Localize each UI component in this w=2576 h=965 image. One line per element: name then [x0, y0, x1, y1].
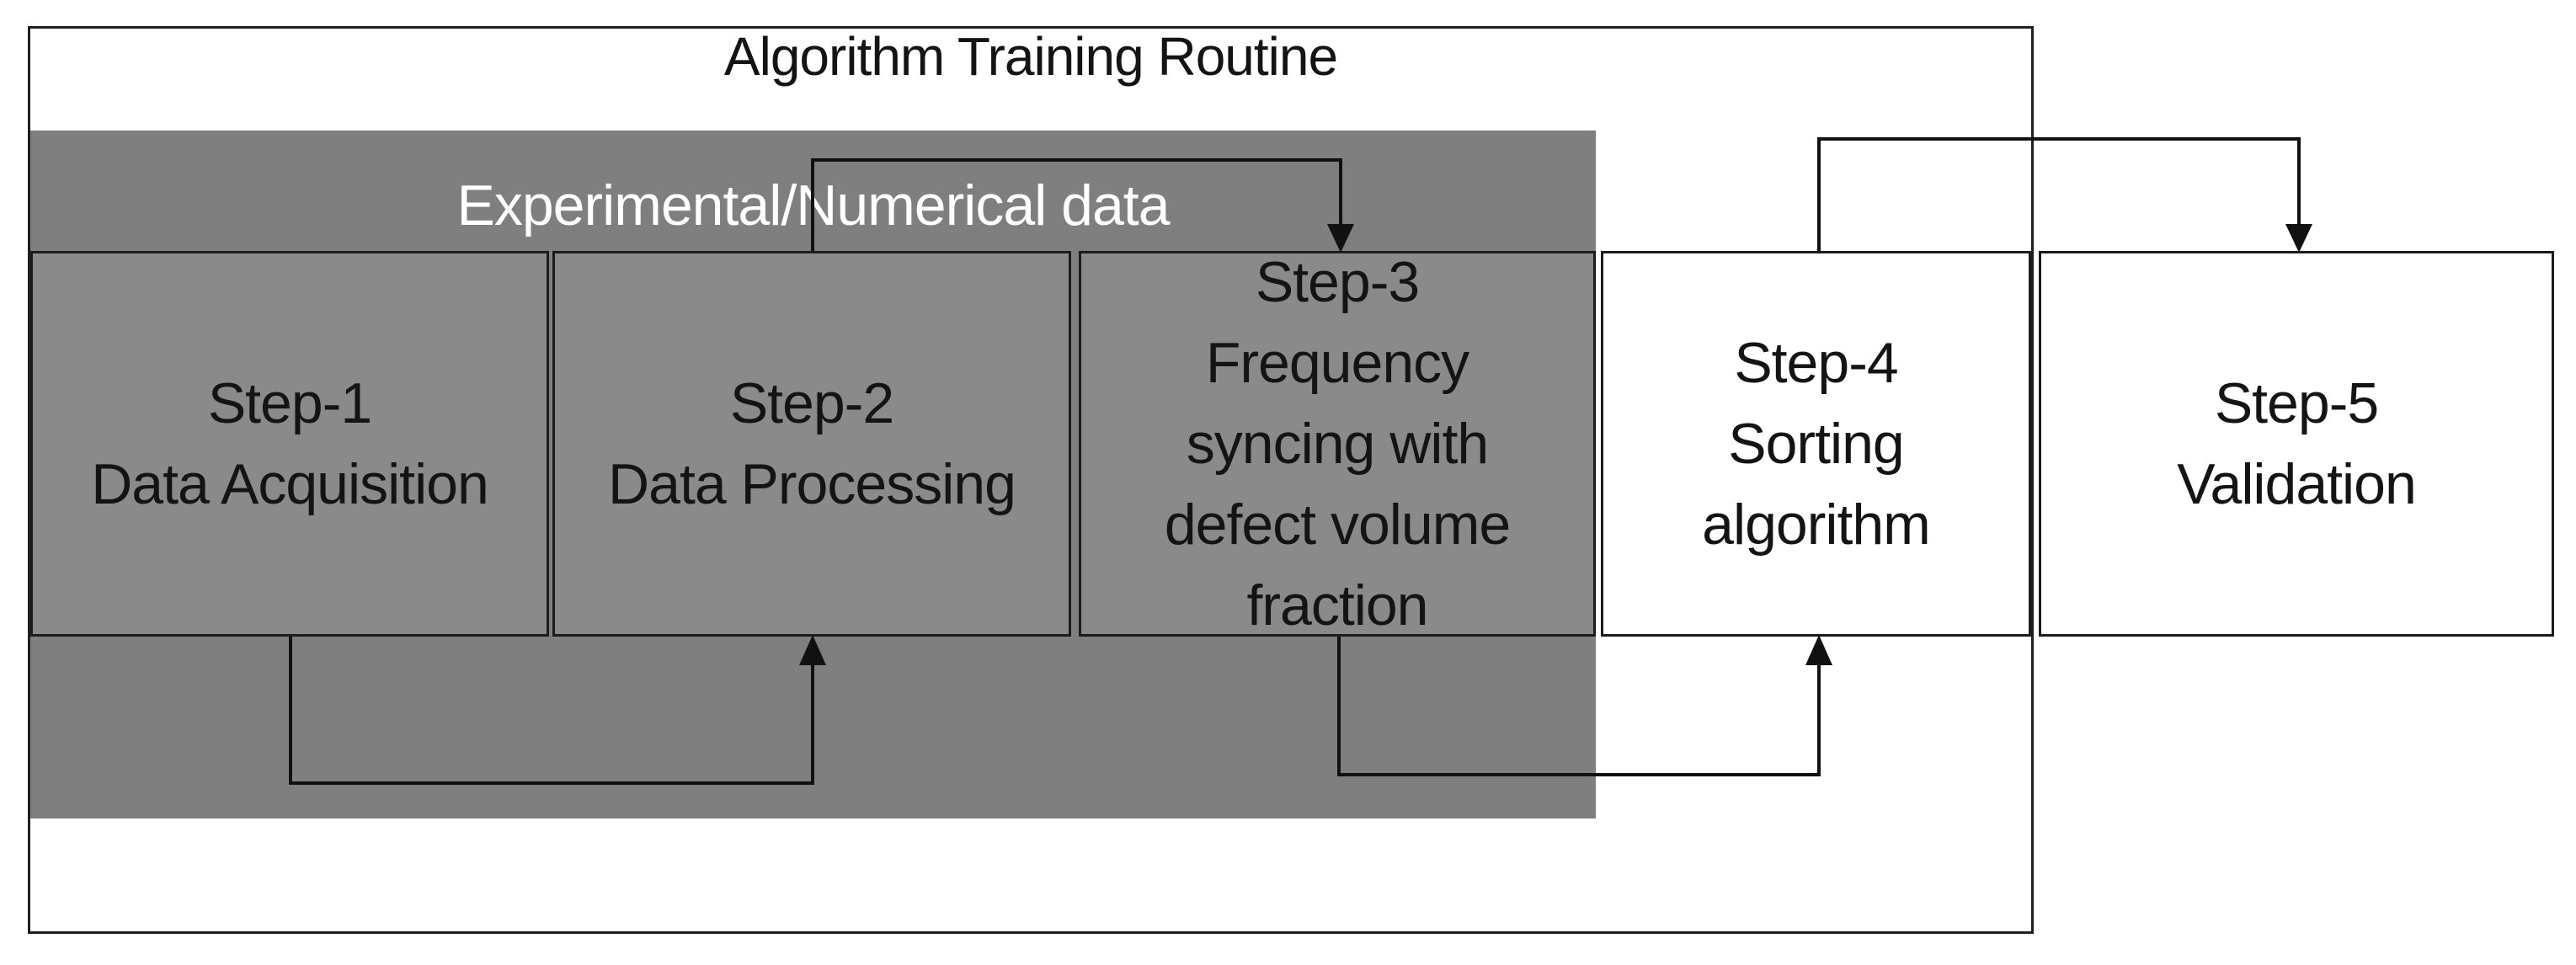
step-5-label: Step-5 Validation	[2177, 371, 2417, 516]
step-3-label: Step-3 Frequency syncing with defect vol…	[1164, 250, 1511, 637]
step-2-box: Step-2 Data Processing	[552, 251, 1071, 637]
experimental-numerical-data-label: Experimental/Numerical data	[456, 173, 1170, 237]
step-2-label: Step-2 Data Processing	[608, 371, 1016, 516]
step-4-label: Step-4 Sorting algorithm	[1702, 331, 1931, 557]
step-1-box: Step-1 Data Acquisition	[30, 251, 549, 637]
arrow-step4-to-step5-head-icon	[2285, 224, 2312, 253]
step-4-box: Step-4 Sorting algorithm	[1601, 251, 2031, 637]
step-1-label: Step-1 Data Acquisition	[91, 371, 489, 516]
step-5-box: Step-5 Validation	[2039, 251, 2554, 637]
diagram-title: Algorithm Training Routine	[723, 26, 1338, 87]
step-3-box: Step-3 Frequency syncing with defect vol…	[1079, 250, 1596, 637]
